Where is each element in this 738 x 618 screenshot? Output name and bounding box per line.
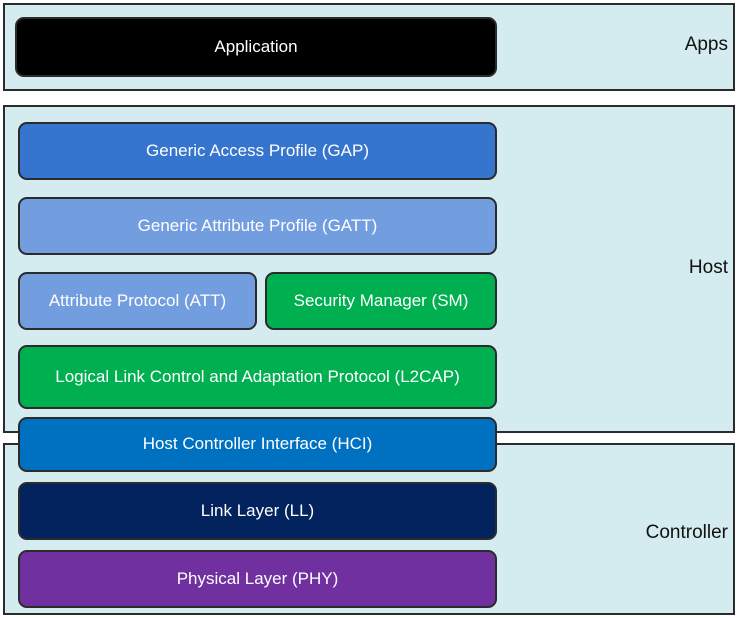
group-label-controller: Controller xyxy=(645,522,728,543)
layer-block-application[interactable]: Application xyxy=(15,17,497,77)
layer-block-gatt[interactable]: Generic Attribute Profile (GATT) xyxy=(18,197,497,255)
layer-label-gap: Generic Access Profile (GAP) xyxy=(146,140,369,160)
layer-block-sm[interactable]: Security Manager (SM) xyxy=(265,272,497,330)
layer-block-hci[interactable]: Host Controller Interface (HCI) xyxy=(18,417,497,472)
layer-block-att[interactable]: Attribute Protocol (ATT) xyxy=(18,272,257,330)
layer-label-att: Attribute Protocol (ATT) xyxy=(48,290,227,310)
group-label-apps: Apps xyxy=(684,34,728,55)
layer-label-hci: Host Controller Interface (HCI) xyxy=(142,434,373,454)
layer-block-gap[interactable]: Generic Access Profile (GAP) xyxy=(18,122,497,180)
layer-label-sm: Security Manager (SM) xyxy=(293,290,469,310)
layer-block-l2cap[interactable]: Logical Link Control and Adaptation Prot… xyxy=(18,345,497,409)
group-label-host: Host xyxy=(688,257,728,278)
layer-label-application: Application xyxy=(214,36,298,56)
layer-label-ll: Link Layer (LL) xyxy=(200,500,315,520)
layer-label-phy: Physical Layer (PHY) xyxy=(176,568,339,588)
layer-block-phy[interactable]: Physical Layer (PHY) xyxy=(18,550,497,608)
layer-label-l2cap: Logical Link Control and Adaptation Prot… xyxy=(55,366,460,386)
layer-label-gatt: Generic Attribute Profile (GATT) xyxy=(137,215,378,235)
layer-block-ll[interactable]: Link Layer (LL) xyxy=(18,482,497,540)
